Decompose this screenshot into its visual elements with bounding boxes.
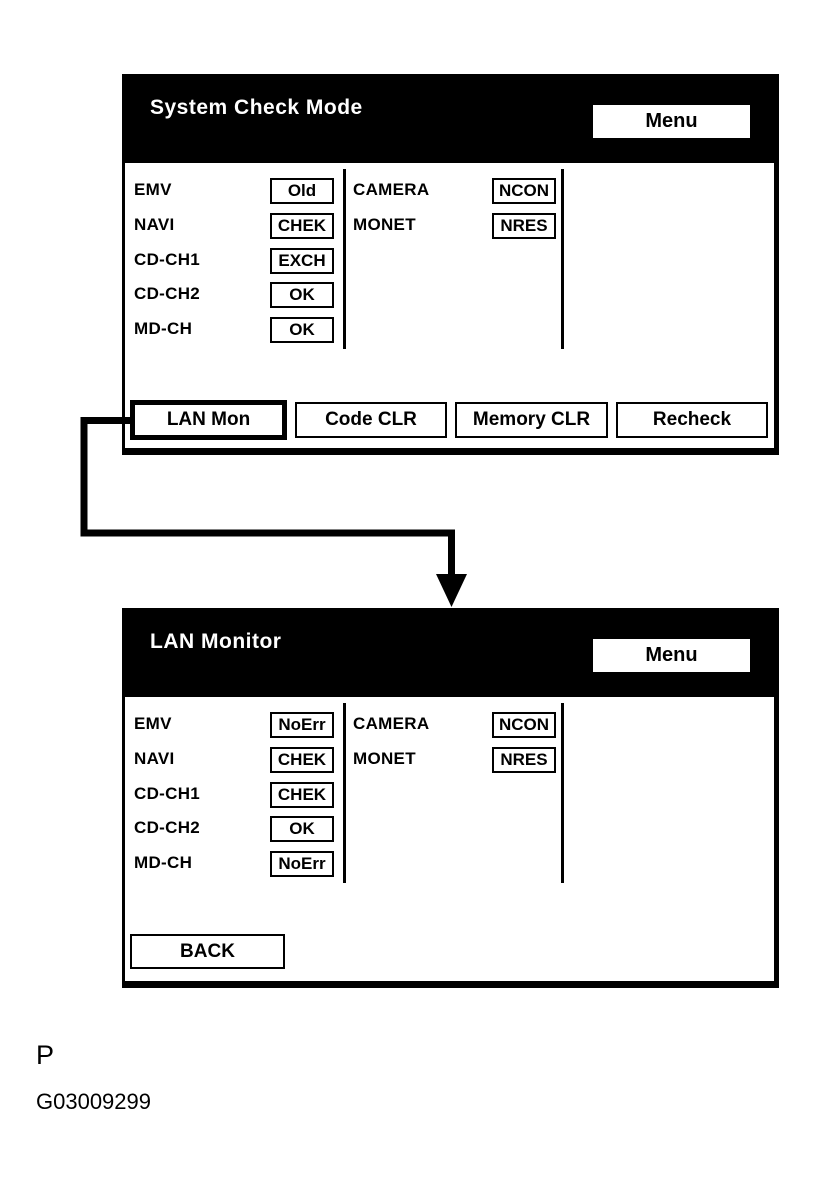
device-label: EMV: [134, 714, 172, 733]
device-label: CAMERA: [353, 180, 430, 199]
status-value: CHEK: [270, 747, 334, 773]
status-value: NCON: [492, 178, 556, 204]
device-status-row: CAMERA NCON: [125, 178, 774, 204]
device-status-row: MD-CH NoErr: [125, 851, 774, 877]
device-status-row: NAVI CHEK: [125, 213, 774, 239]
column-divider: [561, 169, 564, 349]
system-check-mode-screen: System Check Mode Menu EMV Old NAVI CHEK…: [122, 74, 779, 455]
device-label: CD-CH2: [134, 818, 201, 837]
status-value: CHEK: [270, 782, 334, 808]
lan-monitor-screen: LAN Monitor Menu EMV NoErr NAVI CHEK CD-…: [122, 608, 779, 988]
memory-clr-button[interactable]: Memory CLR: [455, 402, 608, 438]
device-label: MD-CH: [134, 853, 193, 872]
lan-mon-button[interactable]: LAN Mon: [130, 400, 287, 440]
device-status-row: CD-CH2 OK: [125, 282, 774, 308]
status-value: OK: [270, 317, 334, 343]
menu-button[interactable]: Menu: [593, 105, 750, 138]
device-label: CD-CH2: [134, 284, 201, 303]
device-status-row: CD-CH1 CHEK: [125, 782, 774, 808]
device-status-row: NAVI CHEK: [125, 747, 774, 773]
column-divider: [343, 169, 346, 349]
status-value: CHEK: [270, 213, 334, 239]
device-label: MD-CH: [134, 319, 193, 338]
device-status-row: CAMERA NCON: [125, 712, 774, 738]
page-marker: P: [36, 1040, 55, 1070]
status-value: NoErr: [270, 851, 334, 877]
column-divider: [561, 703, 564, 883]
status-value: NCON: [492, 712, 556, 738]
status-value: NRES: [492, 213, 556, 239]
back-button[interactable]: BACK: [130, 934, 285, 969]
recheck-button[interactable]: Recheck: [616, 402, 768, 438]
device-status-row: CD-CH2 OK: [125, 816, 774, 842]
code-clr-button[interactable]: Code CLR: [295, 402, 447, 438]
device-label: NAVI: [134, 215, 175, 234]
status-value: NoErr: [270, 712, 334, 738]
screen-header: LAN Monitor Menu: [125, 608, 774, 697]
screen-body: EMV Old NAVI CHEK CD-CH1 EXCH CD-CH2 OK …: [125, 163, 774, 448]
device-label: NAVI: [134, 749, 175, 768]
screen-body: EMV NoErr NAVI CHEK CD-CH1 CHEK CD-CH2 O…: [125, 697, 774, 981]
device-label: CAMERA: [353, 714, 430, 733]
status-value: OK: [270, 816, 334, 842]
status-value: OK: [270, 282, 334, 308]
device-label: EMV: [134, 180, 172, 199]
device-status-row: CD-CH1 EXCH: [125, 248, 774, 274]
device-label: MONET: [353, 749, 416, 768]
device-status-row: MD-CH OK: [125, 317, 774, 343]
screen-title: LAN Monitor: [150, 630, 282, 653]
device-status-row: EMV Old: [125, 178, 774, 204]
column-divider: [343, 703, 346, 883]
status-value: Old: [270, 178, 334, 204]
device-label: CD-CH1: [134, 250, 201, 269]
device-status-row: MONET NRES: [125, 747, 774, 773]
device-status-row: MONET NRES: [125, 213, 774, 239]
device-status-row: EMV NoErr: [125, 712, 774, 738]
device-label: CD-CH1: [134, 784, 201, 803]
screen-title: System Check Mode: [150, 96, 363, 119]
status-value: EXCH: [270, 248, 334, 274]
status-value: NRES: [492, 747, 556, 773]
menu-button[interactable]: Menu: [593, 639, 750, 672]
screen-header: System Check Mode Menu: [125, 74, 774, 163]
figure-number: G03009299: [36, 1089, 151, 1114]
device-label: MONET: [353, 215, 416, 234]
